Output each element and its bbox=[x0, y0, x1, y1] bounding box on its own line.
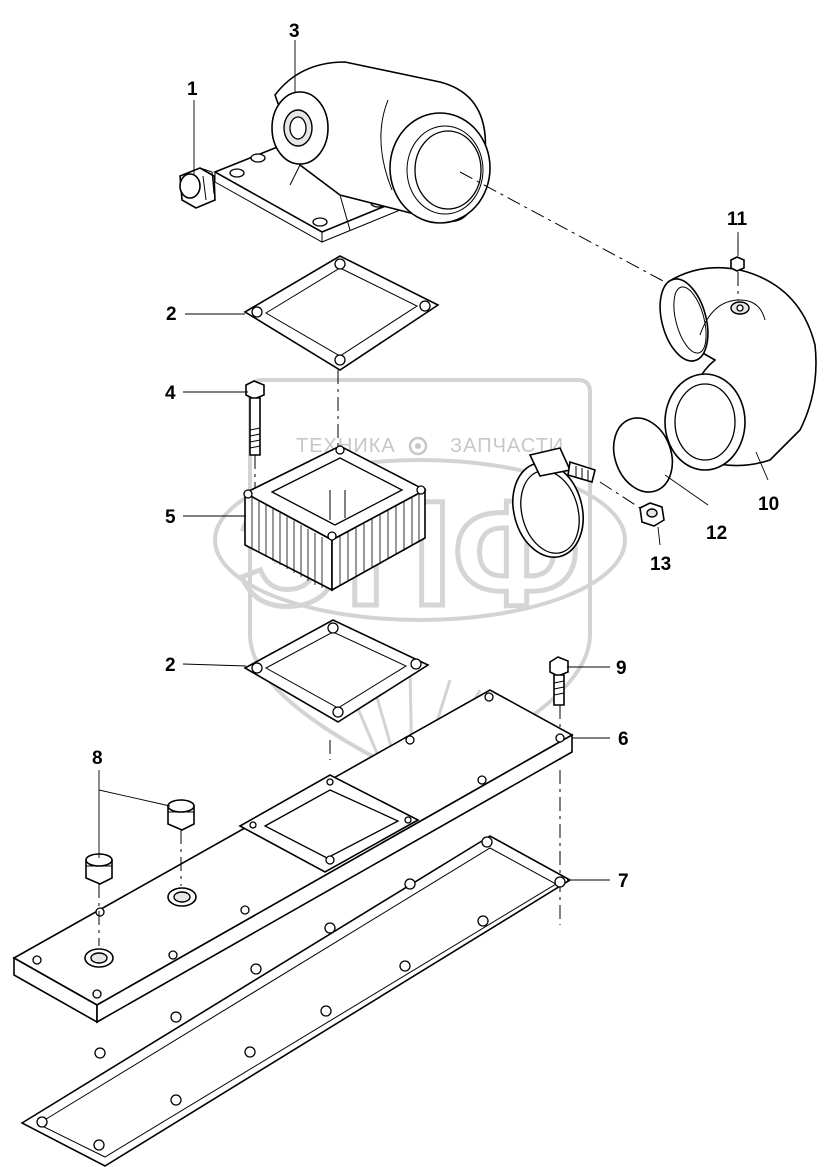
callout-11: 11 bbox=[727, 209, 748, 230]
elbow-pipe bbox=[659, 266, 817, 471]
wheat-decoration bbox=[348, 669, 482, 771]
callout-1: 1 bbox=[187, 79, 198, 100]
leader-lines bbox=[98, 40, 769, 881]
callout-numbers: 1 2 2 3 4 5 6 7 8 9 10 11 12 13 bbox=[92, 21, 779, 892]
gear-icon bbox=[408, 436, 428, 456]
callout-12: 12 bbox=[706, 523, 727, 544]
center-line-outlet bbox=[459, 171, 666, 283]
callout-4: 4 bbox=[165, 383, 176, 404]
o-ring bbox=[612, 417, 674, 493]
drain-plugs bbox=[85, 799, 195, 946]
watermark-left-text: ТЕХНИКА bbox=[296, 435, 396, 457]
callout-13: 13 bbox=[650, 554, 671, 575]
callout-2-lower: 2 bbox=[165, 655, 176, 676]
watermark-right-text: ЗАПЧАСТИ bbox=[450, 435, 564, 457]
callout-5: 5 bbox=[165, 507, 176, 528]
hex-nut bbox=[599, 481, 665, 527]
callout-10: 10 bbox=[758, 494, 779, 515]
callout-7: 7 bbox=[618, 871, 629, 892]
finned-core-block bbox=[243, 370, 427, 592]
threaded-plug bbox=[179, 167, 216, 209]
callout-2-upper: 2 bbox=[166, 304, 177, 325]
callout-9: 9 bbox=[616, 658, 627, 679]
callout-8: 8 bbox=[92, 748, 103, 769]
callout-3: 3 bbox=[289, 21, 300, 42]
watermark: ТЕХНИКА ЗАПЧАСТИ ЭПФ bbox=[213, 378, 628, 783]
long-bolt bbox=[245, 380, 265, 490]
gasket-lower bbox=[243, 619, 430, 723]
pipe-clamp bbox=[512, 447, 596, 558]
elbow-housing bbox=[213, 61, 491, 243]
gasket-upper bbox=[243, 255, 440, 371]
callout-6: 6 bbox=[618, 729, 629, 750]
cover-plate bbox=[12, 689, 574, 1024]
